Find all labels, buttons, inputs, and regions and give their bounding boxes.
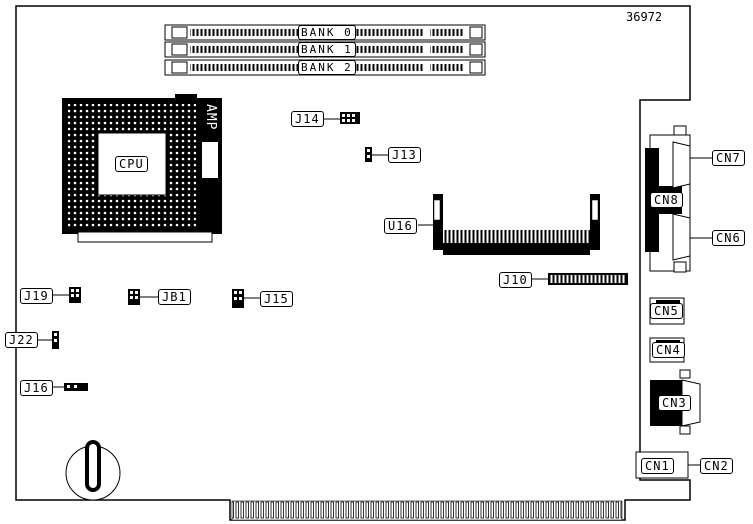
j22-header: [37, 331, 59, 349]
figure-id: 36972: [626, 10, 663, 24]
label-jb1: JB1: [158, 289, 191, 305]
label-cn3: CN3: [658, 395, 691, 411]
label-j13: J13: [388, 147, 421, 163]
label-j10: J10: [499, 272, 532, 288]
label-j16: J16: [20, 380, 53, 396]
label-j15: J15: [260, 291, 293, 307]
j10-header: [530, 273, 628, 285]
label-cn2: CN2: [700, 458, 733, 474]
battery: [65, 440, 121, 501]
label-cn1: CN1: [641, 458, 674, 474]
j14-header: [324, 112, 360, 124]
cpu-label: CPU: [115, 156, 148, 172]
board-outline: [15, 5, 691, 521]
memory-slot-1: [164, 41, 486, 58]
j19-header: [52, 287, 81, 303]
bank-0-label: BANK 0: [298, 25, 356, 40]
label-cn5: CN5: [650, 303, 683, 319]
j13-header: [365, 147, 388, 162]
label-j22: J22: [5, 332, 38, 348]
label-j19: J19: [20, 288, 53, 304]
bank-2-label: BANK 2: [298, 60, 356, 75]
label-cn4: CN4: [652, 342, 685, 358]
jb1-header: [128, 289, 158, 305]
label-u16: U16: [384, 218, 417, 234]
label-j14: J14: [291, 111, 324, 127]
edge-connector: [231, 500, 623, 521]
bank-1-label: BANK 1: [298, 42, 356, 57]
label-cn7: CN7: [712, 150, 745, 166]
j16-header: [52, 383, 88, 391]
amp-label: AMP: [203, 104, 218, 131]
u16-slot: [418, 194, 600, 255]
label-cn6: CN6: [712, 230, 745, 246]
label-cn8: CN8: [650, 192, 683, 208]
j15-header: [232, 289, 260, 308]
